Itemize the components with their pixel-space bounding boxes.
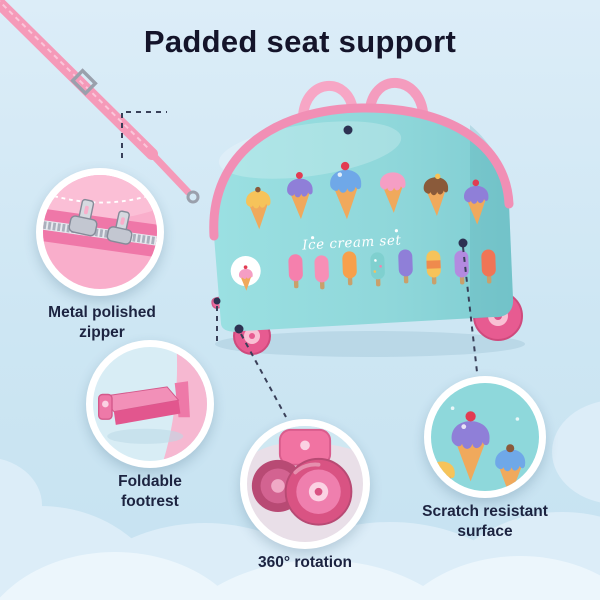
marker-dot-footrest <box>213 297 221 305</box>
clouds-front <box>0 552 600 600</box>
ice-cream-pattern <box>230 161 497 291</box>
marker-dot-seat <box>343 125 353 135</box>
leader-surface <box>462 246 478 373</box>
connector-lines <box>121 111 478 418</box>
padded-seat-rim <box>209 103 514 241</box>
callout-surface <box>424 376 546 498</box>
suitcase: Ice cream set <box>209 77 525 357</box>
carry-handle-right <box>365 77 428 117</box>
zipper-slider-2 <box>106 210 133 245</box>
zipper-slider-1 <box>68 198 98 237</box>
connector-dots <box>213 125 468 334</box>
shoulder-strap <box>0 0 200 204</box>
callout-zipper <box>36 168 164 296</box>
carry-handle-left <box>298 80 358 121</box>
marker-dot-surface <box>458 238 468 248</box>
page-title: Padded seat support <box>143 24 457 59</box>
marker-dot-wheel <box>234 324 244 334</box>
footrest-photo <box>93 347 207 461</box>
shell-print-text: Ice cream set <box>301 232 402 253</box>
shell-badge <box>230 256 261 291</box>
callout-label-rotation: 360° rotation <box>257 554 353 571</box>
callout-label-zipper: Metal polished zipper <box>48 304 156 341</box>
strap-buckle <box>70 68 98 96</box>
strap-clip <box>186 190 200 204</box>
callout-footrest <box>86 340 214 468</box>
zipper-photo <box>43 175 157 289</box>
wheel-photo <box>247 426 363 542</box>
callout-label-surface: Scratch resistant surface <box>422 503 548 540</box>
callout-rotation <box>240 419 370 549</box>
surface-photo <box>431 383 539 491</box>
callout-label-footrest: Foldable footrest <box>118 473 182 510</box>
